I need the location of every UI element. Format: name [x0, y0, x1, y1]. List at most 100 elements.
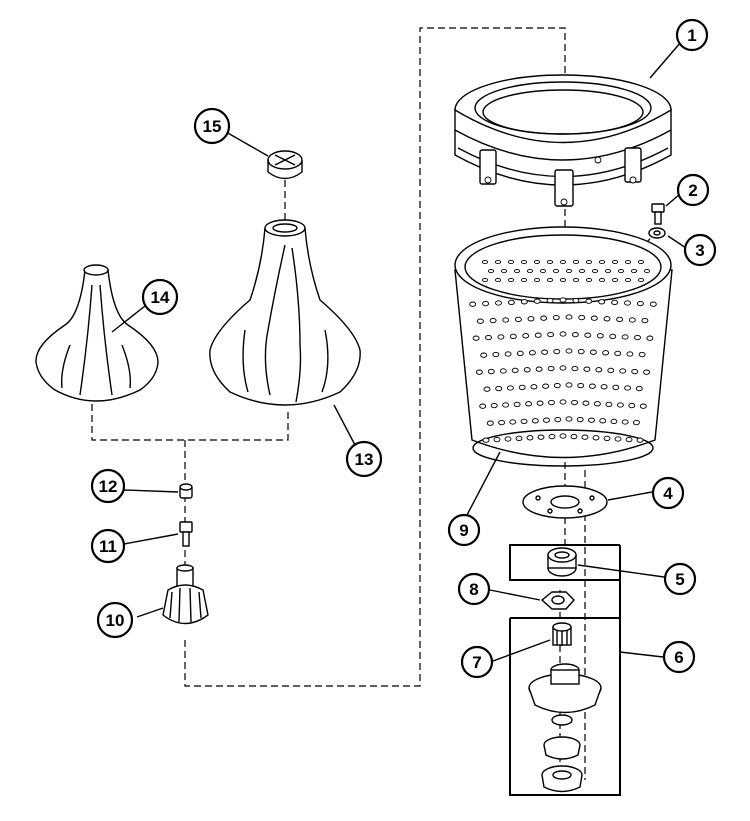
basket-hole [598, 259, 606, 265]
basket-hole [502, 317, 510, 323]
basket-hole [523, 367, 531, 373]
basket-hole [590, 315, 598, 321]
basket-hole [486, 420, 494, 426]
basket-hole [516, 350, 524, 357]
basket-hole [585, 259, 593, 265]
basket-hole [546, 297, 554, 304]
basket-hole [646, 335, 654, 341]
basket-perforations [469, 259, 657, 443]
basket-hole [643, 268, 651, 274]
screw-part [651, 203, 665, 225]
basket-hole [595, 367, 603, 373]
basket-hole [546, 277, 554, 283]
basket-hole [639, 403, 647, 409]
svg-text:5: 5 [675, 570, 684, 589]
basket-hole [528, 350, 536, 356]
basket-hole [604, 268, 612, 274]
basket-hole [502, 402, 510, 408]
basket-hole [592, 435, 600, 441]
basket-hole [624, 277, 632, 283]
basket-hole [507, 259, 515, 265]
basket-hole [635, 385, 643, 392]
basket-hole [611, 299, 619, 306]
basket-hole [626, 351, 634, 357]
basket-hole [526, 435, 534, 441]
basket-hole [572, 277, 580, 283]
agitator-part [209, 219, 361, 406]
basket-hole [605, 401, 613, 408]
basket-hole [533, 259, 541, 265]
basket-hole [520, 259, 528, 265]
basket-hole [565, 382, 573, 388]
basket-hole [636, 437, 644, 443]
basket-hole [472, 335, 480, 341]
basket-hole [547, 331, 555, 338]
basket-hole [559, 259, 567, 265]
basket-hole [599, 418, 607, 424]
basket-hole [600, 384, 608, 390]
basket-hole [637, 277, 645, 283]
basket-hole [492, 351, 500, 358]
basket-hole [525, 401, 533, 407]
svg-text:13: 13 [355, 450, 374, 469]
basket-hole [643, 369, 651, 375]
agitator-cap-part [267, 150, 303, 180]
basket-hole [570, 433, 578, 440]
tub-ring-part [454, 74, 672, 207]
basket-hole [619, 368, 627, 374]
callout-5: 5 [663, 562, 697, 596]
basket-hole [543, 417, 550, 423]
basket-hole [536, 400, 544, 406]
basket-hole [585, 298, 593, 304]
basket-hole [559, 399, 567, 405]
basket-hole [513, 401, 521, 408]
basket-hole [616, 402, 624, 408]
basket-hole [534, 332, 542, 338]
basket-hole [469, 301, 477, 307]
basket-hole [494, 259, 502, 265]
svg-text:6: 6 [674, 648, 683, 667]
svg-text:11: 11 [99, 537, 117, 556]
basket-hole [546, 259, 554, 265]
callout-1: 1 [675, 18, 709, 52]
svg-text:7: 7 [472, 653, 481, 672]
basket-hole [611, 277, 619, 283]
basket-hole [612, 384, 620, 391]
agitator-cone-part [35, 264, 159, 402]
basket-hole [518, 384, 526, 391]
basket-hole [577, 348, 585, 355]
callout-15: 15 [193, 107, 231, 145]
callout-12: 12 [90, 468, 126, 504]
basket-hole [576, 416, 584, 423]
basket-hole [603, 316, 611, 322]
basket-hole [607, 367, 615, 374]
basket-hole [559, 331, 567, 337]
basket-hole [559, 365, 567, 371]
basket-hole [537, 434, 545, 440]
basket-hole [565, 348, 573, 354]
basket-hole [540, 315, 548, 321]
basket-hole [531, 418, 539, 424]
basket-hole [585, 277, 593, 283]
basket-hole [632, 419, 640, 426]
basket-hole [559, 297, 567, 303]
basket-hole [497, 334, 505, 340]
basket-hole [631, 368, 639, 375]
basket-hole [624, 300, 631, 306]
basket-hole [614, 350, 622, 357]
basket-hole [493, 436, 501, 443]
basket-hole [628, 402, 636, 409]
basket-hole [565, 314, 573, 320]
callout-8: 8 [457, 572, 491, 606]
basket-hole [565, 268, 573, 274]
basket-hole [578, 314, 586, 321]
basket-hole [565, 416, 573, 422]
callouts: 1 2 3 4 5 6 7 8 [90, 18, 717, 679]
spline-bushing-part [552, 622, 572, 646]
basket-hole [625, 436, 633, 443]
basket-hole [581, 434, 589, 440]
basket-hole [548, 399, 555, 406]
basket-hole [559, 277, 567, 283]
basket-hole [621, 419, 629, 425]
basket-hole [571, 365, 579, 372]
